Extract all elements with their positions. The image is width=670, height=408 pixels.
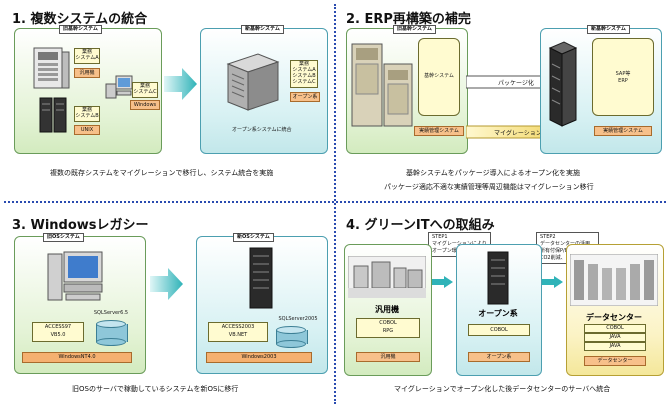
q4-mf-app1: COBOL — [379, 320, 397, 326]
q4-caption: マイグレーションでオープン化した後データセンターのサーバへ統合 — [394, 385, 611, 393]
q4-arrow-1 — [432, 276, 453, 288]
new-sql-database-icon — [276, 326, 308, 348]
q4-dc-base: データセンター — [584, 356, 646, 366]
q1-windows-label: Windows — [130, 100, 160, 110]
q1-new-systems: 業務 システムA システムB システムC — [290, 60, 318, 88]
q2-caption-line1: 基幹システムをパッケージ導入によるオープン化を実施 — [406, 169, 581, 177]
q1-caption: 複数の既存システムをマイグレーションで移行し、システム統合を実施 — [50, 169, 274, 177]
package-arrow-label: パッケージ化 — [498, 80, 534, 87]
q3-new-header: 新OSシステム — [233, 233, 274, 242]
q1-system-c-line2: システムC — [133, 89, 157, 95]
q2-sap-erp-box: SAP等 ERP — [592, 38, 654, 116]
horizontal-divider — [4, 201, 666, 203]
migration-arrow-label: マイグレーション — [494, 130, 542, 137]
q4-mf-base: 汎用機 — [356, 352, 420, 362]
q1-new-sys-line1: 業務 — [298, 61, 309, 67]
q1-new-sys-line3: システムB — [292, 73, 316, 79]
windows-pc-icon — [105, 75, 133, 99]
step1-line3: オープン環境に移行 — [432, 248, 477, 254]
step2-line1: STEP2 — [540, 234, 556, 240]
q1-unix-label: UNIX — [74, 125, 100, 135]
q3-title: 3. Windowsレガシー — [12, 218, 149, 233]
q3-new-apps: ACCESS2003 VB.NET — [208, 322, 268, 342]
q4-open-server-icon — [487, 251, 509, 305]
q4-open-app: COBOL — [468, 324, 530, 336]
q4-dc-title: データセンター — [586, 313, 642, 322]
q3-new-sql: SQLServer2005 — [278, 316, 318, 322]
mainframe-server-icon — [33, 47, 70, 89]
step1-line1: STEP1 — [432, 234, 448, 240]
q1-title: 1. 複数システムの統合 — [12, 12, 148, 27]
q1-system-c: 業務 システムC — [132, 82, 158, 98]
q4-mf-apps: COBOL RPG — [356, 318, 420, 338]
open-server-icon — [226, 53, 280, 111]
step2-line2: データセンターの活用 — [540, 241, 591, 247]
q4-dc-app1: COBOL — [584, 324, 646, 333]
datacenter-room-icon — [570, 254, 658, 306]
q1-new-sys-line4: システムC — [292, 79, 316, 85]
q1-old-header: 旧基幹システム — [59, 25, 102, 34]
q1-new-header: 新基幹システム — [241, 25, 284, 34]
q1-system-b-line1: 業務 — [81, 107, 92, 113]
q4-open-title: オープン系 — [478, 309, 518, 318]
q2-old-header: 旧基幹システム — [393, 25, 436, 34]
q4-dc-app3: JAVA — [584, 342, 646, 351]
q2-sap-line1: SAP等 — [615, 71, 631, 77]
q3-old-app1: ACCESS97 — [44, 324, 72, 330]
q3-migration-arrow — [150, 268, 183, 300]
q4-title: 4. グリーンITへの取組み — [346, 218, 495, 233]
old-sql-database-icon — [96, 320, 128, 346]
q2-title: 2. ERP再構築の補完 — [346, 12, 471, 27]
q1-integrate-caption: オープン系システムに統合 — [232, 127, 292, 133]
step2-line3: 所有付保P/BCPの実行 — [540, 248, 590, 254]
q4-mainframe-title: 汎用機 — [375, 305, 399, 314]
q1-new-sys-line2: システムA — [292, 67, 316, 73]
legacy-mainframe-icon — [351, 43, 413, 127]
q1-mainframe-label: 汎用機 — [74, 68, 100, 78]
old-pc-icon — [47, 251, 103, 301]
q2-core-system-box: 基幹システム — [418, 38, 460, 116]
new-server-rack-icon — [249, 247, 273, 309]
q3-old-header: 旧OSシステム — [43, 233, 84, 242]
q1-system-b: 業務 システムB — [74, 106, 100, 122]
q4-mf-app2: RPG — [382, 328, 394, 334]
q1-migration-arrow — [164, 68, 197, 100]
q3-old-app2: VB5.0 — [50, 332, 66, 338]
q4-open-base: オープン系 — [468, 352, 530, 362]
q2-sap-line2: ERP — [618, 78, 628, 84]
q3-new-app2: VB.NET — [228, 332, 248, 338]
unix-server-icon — [39, 97, 67, 133]
erp-server-rack-icon — [548, 41, 578, 127]
q3-old-apps: ACCESS97 VB5.0 — [32, 322, 84, 342]
q2-perf-label: 実績管理システム — [414, 126, 464, 136]
vertical-divider — [334, 4, 336, 404]
q4-dc-app2: JAVA — [584, 333, 646, 342]
q1-open-label: オープン系 — [290, 92, 320, 102]
q3-old-sql: SQLServer6.5 — [93, 310, 129, 316]
q1-system-a: 業務 システムA — [74, 48, 100, 64]
q2-new-perf-label: 実績管理システム — [594, 126, 652, 136]
q2-caption-line2: パッケージ適応不適な実績管理等周辺機能はマイグレーション移行 — [384, 183, 594, 191]
q1-system-a-line1: 業務 — [81, 49, 92, 55]
q1-system-a-line2: システムA — [75, 55, 99, 61]
q2-new-header: 新基幹システム — [587, 25, 630, 34]
q3-old-os: WindowsNT4.0 — [22, 352, 132, 363]
q4-arrow-2 — [542, 276, 563, 288]
mainframe-room-icon — [348, 256, 426, 298]
q3-new-app1: ACCESS2003 — [221, 324, 255, 330]
q1-system-c-line1: 業務 — [139, 83, 150, 89]
q1-system-b-line2: システムB — [75, 113, 99, 119]
q3-caption: 旧OSのサーバで稼動しているシステムを新OSに移行 — [72, 385, 239, 393]
q2-core-label: 基幹システム — [424, 73, 454, 79]
q3-new-os: Windows2003 — [206, 352, 312, 363]
